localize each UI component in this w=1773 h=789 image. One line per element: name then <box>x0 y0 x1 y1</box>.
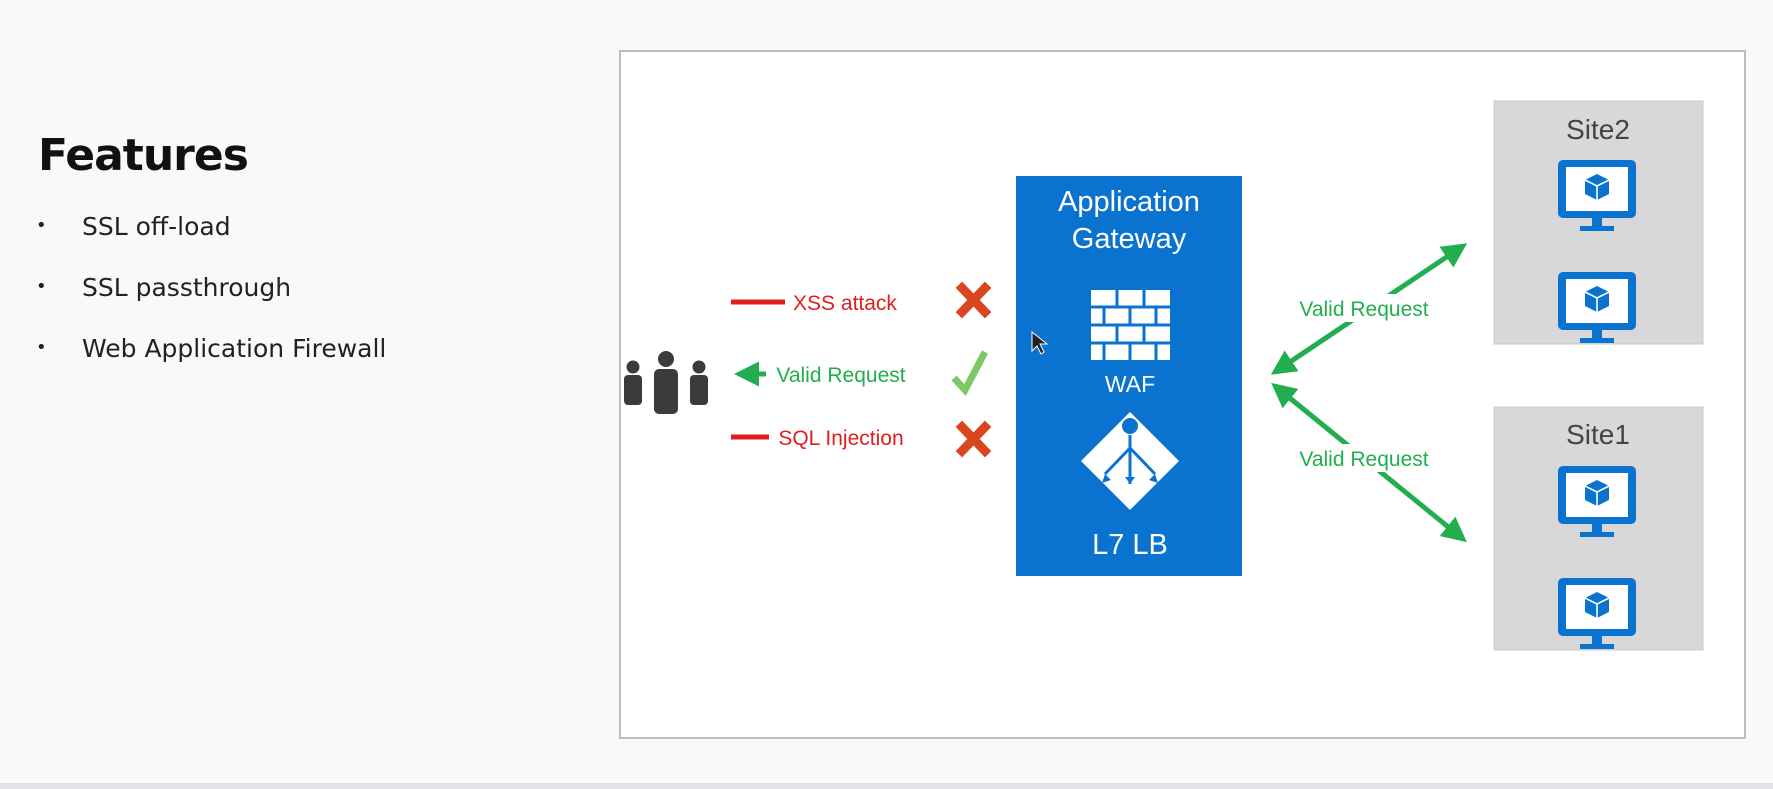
gateway-title-line2: Gateway <box>1072 223 1187 255</box>
waf-label: WAF <box>1105 371 1155 397</box>
feature-item-ssl-passthrough: •SSL passthrough <box>36 273 292 302</box>
bullet-icon: • <box>36 276 47 297</box>
mouse-cursor-icon <box>1031 330 1049 355</box>
l7-lb-label: L7 LB <box>1092 529 1168 561</box>
sql-injection-label: SQL Injection <box>778 427 903 450</box>
red-x-icon <box>955 281 992 319</box>
bullet-icon: • <box>36 215 47 236</box>
gateway-title-line1: Application <box>1058 186 1200 218</box>
valid-request-label-top: Valid Request <box>1299 298 1428 321</box>
slide-title: Features <box>38 130 249 181</box>
gateway-diagram: XSS attack Valid Request SQL Injection A… <box>619 50 1746 739</box>
load-balancer-icon <box>1081 412 1179 510</box>
valid-request-label: Valid Request <box>776 364 905 387</box>
bottom-strip <box>0 783 1773 789</box>
users-icon <box>624 351 708 414</box>
bullet-icon: • <box>36 337 47 358</box>
feature-list: •SSL off-load •SSL passthrough •Web Appl… <box>36 212 386 395</box>
brick-wall-icon <box>1091 290 1170 360</box>
xss-label: XSS attack <box>793 292 897 315</box>
application-gateway-box <box>1016 176 1242 576</box>
feature-item-ssl-offload: •SSL off-load <box>36 212 231 241</box>
site2-label: Site2 <box>1566 114 1630 145</box>
red-x-icon <box>955 420 992 458</box>
feature-item-waf: •Web Application Firewall <box>36 334 387 363</box>
valid-request-label-bottom: Valid Request <box>1299 448 1428 471</box>
site1-label: Site1 <box>1566 419 1630 450</box>
checkmark-icon <box>951 350 989 397</box>
